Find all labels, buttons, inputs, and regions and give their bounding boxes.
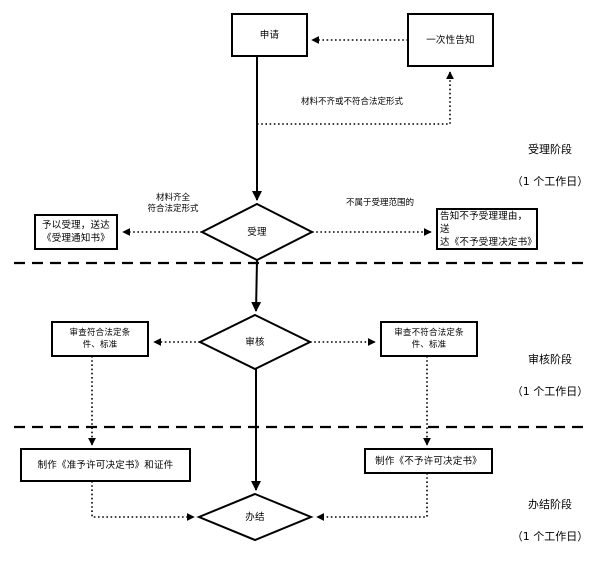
edge-grant-to-complete — [91, 481, 195, 521]
edge-accept-to-review — [251, 259, 262, 312]
edge-deny-to-complete — [316, 473, 428, 521]
node-shape-review-pass[interactable] — [51, 321, 149, 357]
node-permit-deny[interactable] — [365, 449, 492, 473]
node-shape-apply[interactable] — [231, 13, 308, 57]
edge-incomplete-to-notice — [257, 71, 454, 125]
node-accept-yes[interactable] — [35, 215, 117, 249]
node-accept[interactable] — [202, 204, 312, 260]
node-review-pass[interactable] — [52, 322, 148, 356]
node-shape-permit-deny[interactable] — [364, 448, 493, 474]
node-complete[interactable] — [199, 494, 311, 540]
node-review-fail[interactable] — [381, 322, 477, 356]
node-one-time-notice[interactable] — [408, 14, 493, 66]
node-shape-complete[interactable] — [196, 492, 314, 542]
node-apply[interactable] — [232, 14, 307, 56]
node-shape-accept-no[interactable] — [436, 208, 538, 250]
node-accept-no[interactable] — [437, 209, 537, 249]
node-shape-permit-grant[interactable] — [20, 448, 191, 482]
node-shape-review-fail[interactable] — [380, 321, 478, 357]
node-permit-grant[interactable] — [21, 449, 190, 481]
node-review[interactable] — [200, 315, 310, 369]
node-shape-one-time-notice[interactable] — [407, 13, 494, 67]
node-shape-accept-yes[interactable] — [34, 214, 118, 250]
